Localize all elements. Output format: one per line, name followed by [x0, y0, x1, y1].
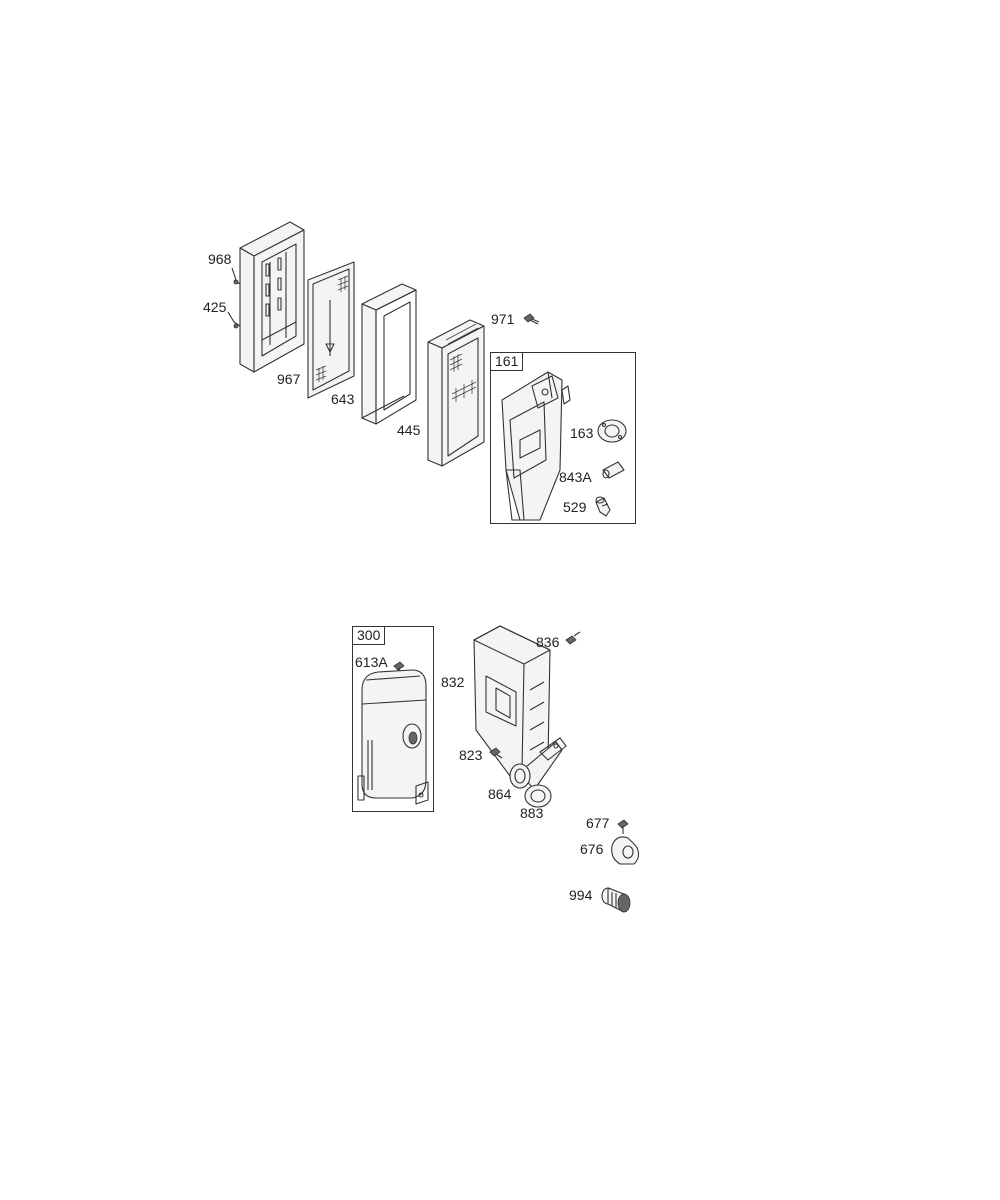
callout-832: 832 [441, 674, 465, 690]
part-883-gasket-drawing [524, 784, 552, 808]
callout-445: 445 [397, 422, 421, 438]
kit-161-box [490, 352, 636, 524]
part-445-filter-drawing [427, 319, 485, 467]
callout-994: 994 [569, 887, 593, 903]
part-643-frame-drawing [361, 283, 417, 425]
callout-643: 643 [331, 391, 355, 407]
callout-971: 971 [491, 311, 515, 327]
callout-676: 676 [580, 841, 604, 857]
part-529-elbow-drawing [595, 496, 611, 517]
part-967-precleaner-drawing [307, 261, 355, 399]
callout-677: 677 [586, 815, 610, 831]
callout-613a: 613A [355, 654, 388, 670]
callout-529: 529 [563, 499, 587, 515]
kit-161-label: 161 [490, 352, 524, 372]
callout-425: 425 [203, 299, 227, 315]
part-300-muffler-drawing [357, 669, 429, 805]
part-676-deflector-drawing [611, 836, 640, 865]
part-677-screw-drawing [617, 819, 629, 834]
callout-836: 836 [536, 634, 560, 650]
callout-968: 968 [208, 251, 232, 267]
part-832-shield-drawing [473, 625, 551, 777]
part-161-base-drawing [501, 371, 571, 521]
kit-300-box [352, 626, 434, 812]
part-864-manifold-drawing [509, 737, 567, 791]
kit-300-label: 300 [352, 626, 386, 646]
callout-843a: 843A [559, 469, 592, 485]
part-971-screw-drawing [523, 313, 540, 325]
callout-967: 967 [277, 371, 301, 387]
part-836-screw-drawing [565, 631, 581, 645]
part-823-screw-drawing [489, 747, 503, 759]
part-994-arrestor-drawing [601, 887, 631, 913]
callout-823: 823 [459, 747, 483, 763]
callout-883: 883 [520, 805, 544, 821]
part-843a-tube-drawing [602, 461, 625, 479]
part-163-gasket-drawing [597, 419, 627, 443]
callout-864: 864 [488, 786, 512, 802]
part-968-cover-drawing [227, 221, 305, 373]
callout-163: 163 [570, 425, 594, 441]
